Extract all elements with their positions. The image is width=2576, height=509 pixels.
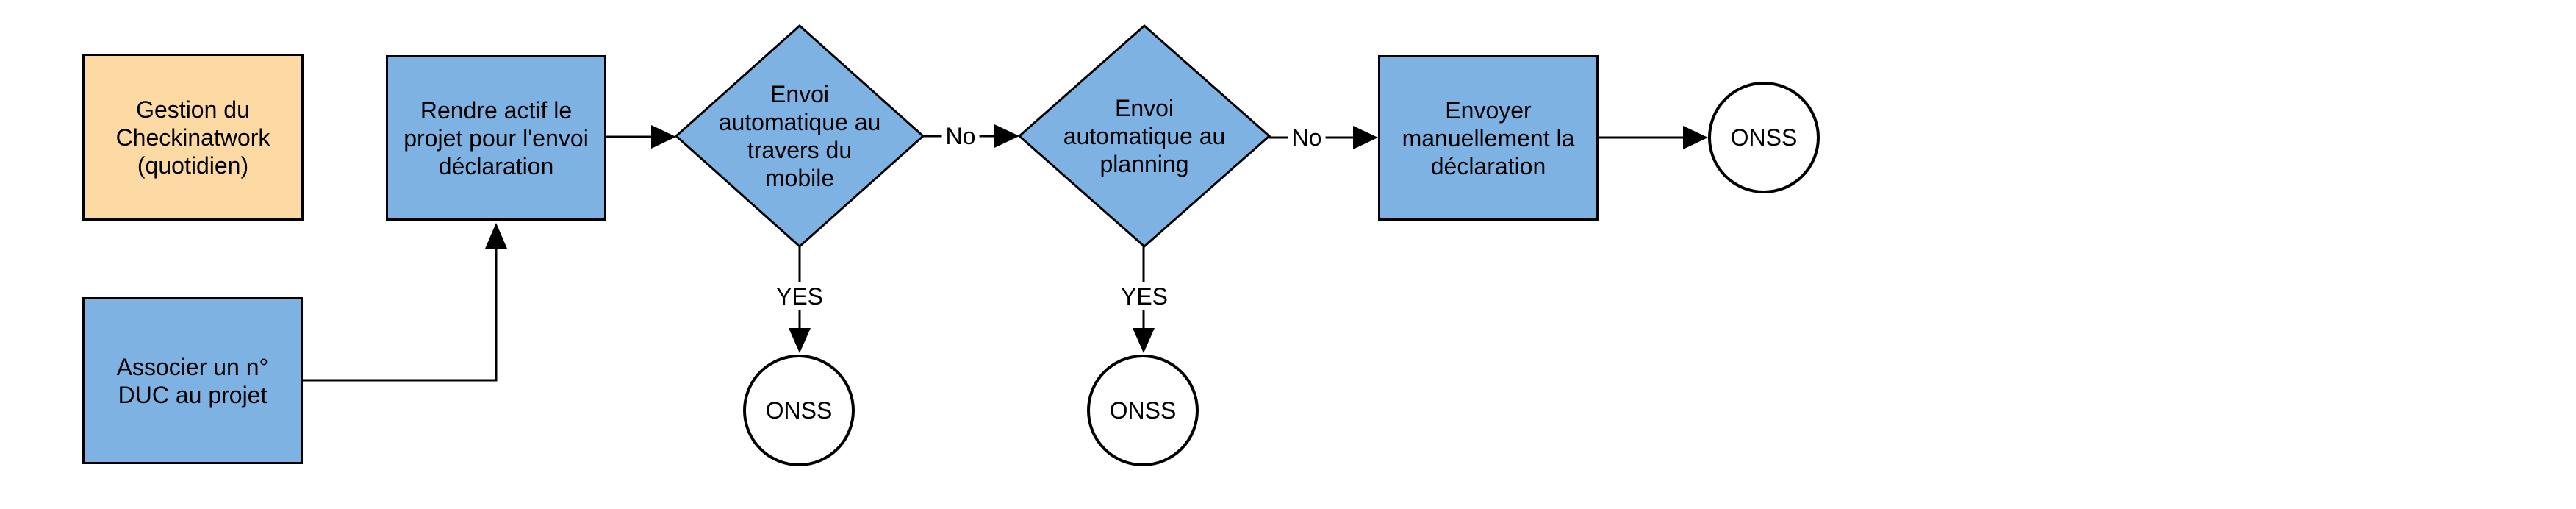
edge-label-yes-mobile: YES: [772, 282, 828, 310]
arrow-associer-to-rendre-actif: [303, 223, 507, 382]
process-node-envoyer-manuellement: Envoyer manuellement la déclaration: [1378, 55, 1599, 221]
arrow-rendre-actif-to-envoi-mobile: [606, 125, 676, 149]
process-node-rendre-actif: Rendre actif le projet pour l'envoi décl…: [386, 55, 606, 221]
arrowhead-right-icon: [1353, 126, 1378, 149]
process-label: Rendre actif le projet pour l'envoi décl…: [403, 96, 589, 179]
process-node-gestion-checkinatwork: Gestion du Checkinatwork (quotidien): [82, 54, 304, 221]
edge-label-no-planning: No: [1288, 124, 1326, 152]
terminator-node-onss-planning: ONSS: [1087, 355, 1199, 466]
arrowhead-down-icon: [789, 328, 811, 353]
decision-node-envoi-planning: Envoi automatique au planning: [1018, 24, 1271, 248]
diamond-shape: [1018, 24, 1271, 248]
diamond-shape: [675, 24, 925, 248]
decision-label: Envoi automatique au planning: [1063, 95, 1226, 177]
terminator-label: ONSS: [1109, 396, 1177, 424]
arrowhead-up-icon: [485, 223, 507, 249]
terminator-node-onss-mobile: ONSS: [743, 355, 855, 466]
arrowhead-right-icon: [1683, 126, 1708, 149]
decision-node-envoi-mobile: Envoi automatique au travers du mobile: [675, 24, 925, 248]
arrowhead-down-icon: [1133, 328, 1155, 353]
arrowhead-right-icon: [994, 124, 1019, 148]
edge-label-yes-planning: YES: [1116, 282, 1172, 310]
arrow-envoyer-manuellement-to-onss: [1599, 126, 1708, 149]
terminator-label: ONSS: [1730, 124, 1798, 151]
arrowhead-right-icon: [651, 125, 676, 149]
edge-label-no-mobile: No: [941, 122, 980, 150]
terminator-label: ONSS: [765, 396, 833, 424]
process-label: Envoyer manuellement la déclaration: [1402, 96, 1575, 179]
process-label: Gestion du Checkinatwork (quotidien): [115, 96, 270, 179]
decision-label: Envoi automatique au travers du mobile: [718, 81, 881, 191]
terminator-node-onss-manual: ONSS: [1708, 82, 1820, 193]
process-node-associer-duc: Associer un n° DUC au projet: [82, 297, 303, 464]
process-label: Associer un n° DUC au projet: [116, 353, 269, 408]
